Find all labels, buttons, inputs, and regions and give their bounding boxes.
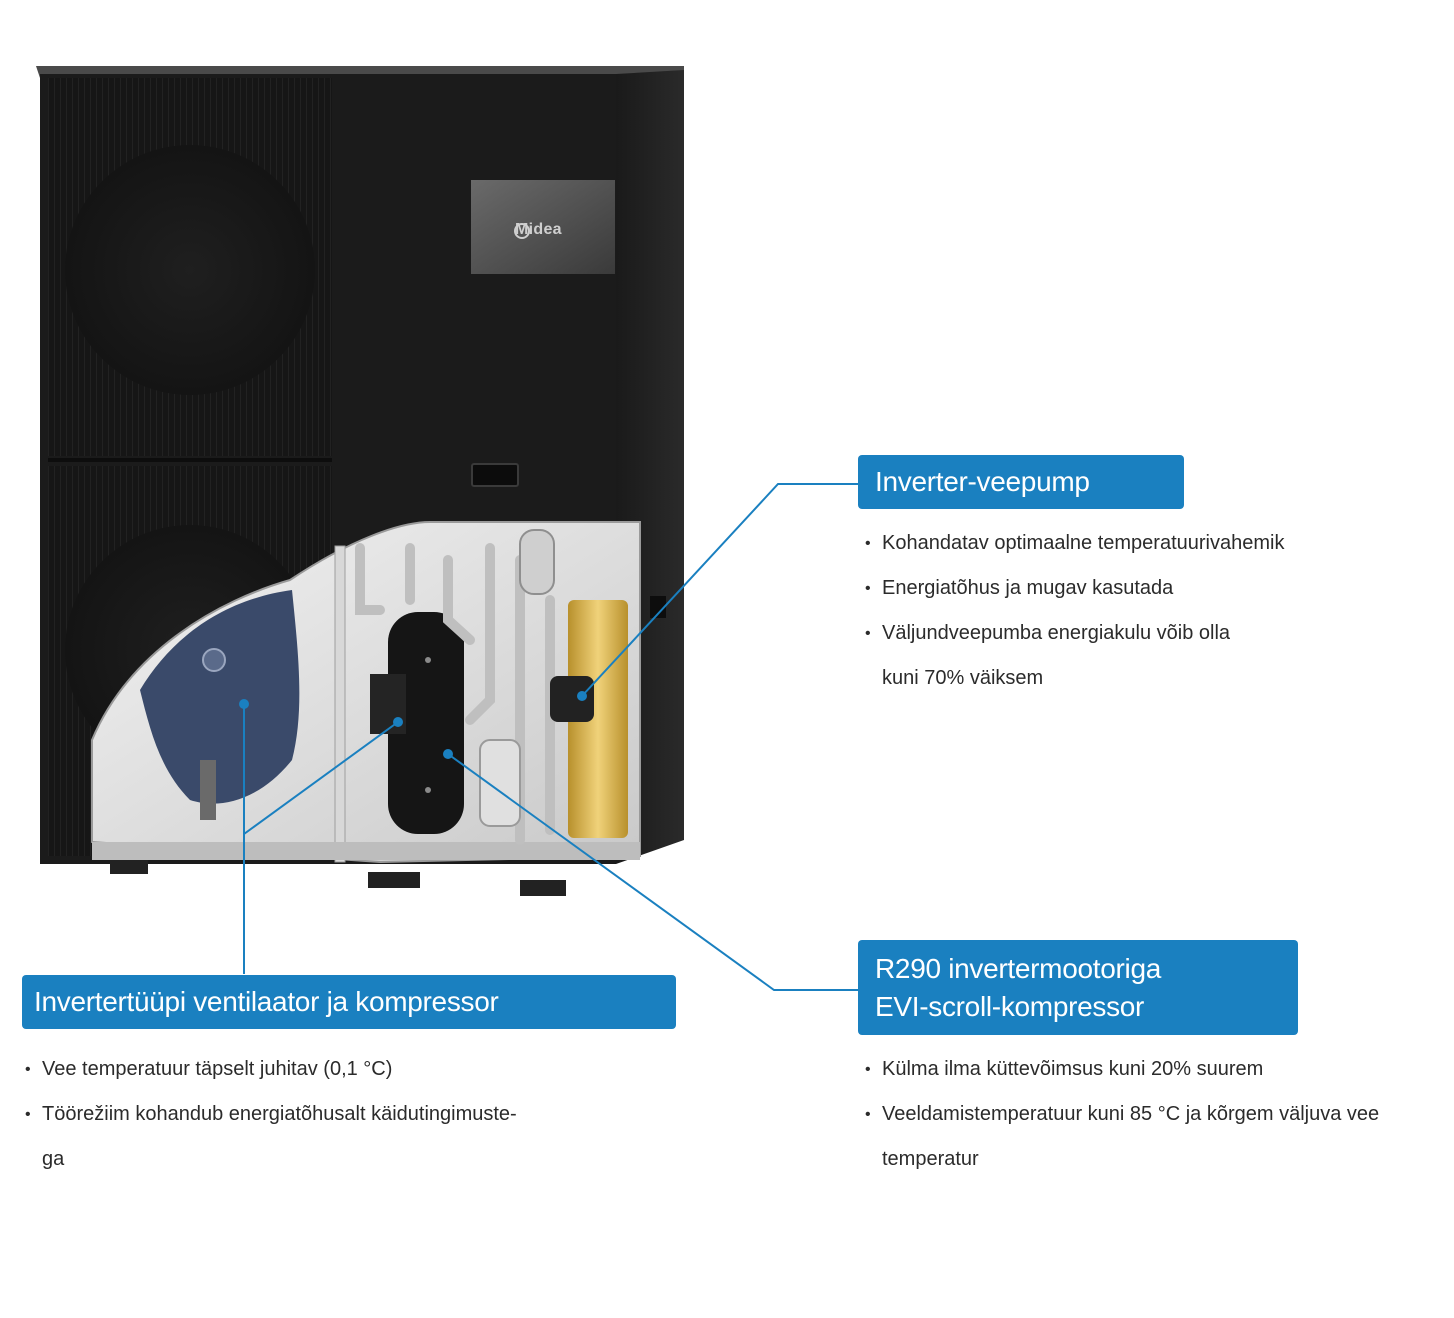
list-item: •Väljundveepumba energiakulu võib olla bbox=[865, 622, 1231, 644]
dot-compressor bbox=[443, 749, 453, 759]
list-item: •Külma ilma küttevõimsus kuni 20% suurem bbox=[865, 1058, 1264, 1080]
list-item: •Töörežiim kohandub energiatõhusalt käid… bbox=[25, 1103, 517, 1125]
handle bbox=[471, 463, 519, 487]
callout-title-compressor: R290 invertermootoriga EVI-scroll-kompre… bbox=[858, 940, 1298, 1035]
fan-title: Invertertüüpi ventilaator ja kompressor bbox=[34, 986, 499, 1017]
pump-feature-list: •Kohandatav optimaalne temperatuurivahem… bbox=[862, 521, 1382, 701]
leader-fan-branch bbox=[243, 721, 399, 835]
pump-title: Inverter-veepump bbox=[875, 466, 1090, 497]
list-item-continuation: temperatur bbox=[882, 1148, 979, 1170]
list-item-continuation: kuni 70% väiksem bbox=[882, 667, 1044, 689]
plate-heat-exchanger bbox=[568, 600, 628, 838]
leader-pump bbox=[581, 483, 858, 697]
compressor-cylinder bbox=[388, 612, 464, 834]
compressor-title-line1: R290 invertermootoriga bbox=[875, 953, 1161, 984]
list-item-continuation: ga bbox=[42, 1148, 65, 1170]
water-pump bbox=[550, 676, 594, 722]
brand-plate bbox=[471, 180, 615, 274]
list-item: •Veeldamistemperatuur kuni 85 °C ja kõrg… bbox=[865, 1103, 1380, 1125]
upper-fan-circle bbox=[65, 145, 315, 395]
fan-feature-list: •Vee temperatuur täpselt juhitav (0,1 °C… bbox=[22, 1047, 602, 1182]
compressor-feature-list: •Külma ilma küttevõimsus kuni 20% suurem… bbox=[862, 1047, 1452, 1182]
callout-title-pump: Inverter-veepump bbox=[858, 455, 1184, 509]
list-item: •Kohandatav optimaalne temperatuurivahem… bbox=[865, 532, 1285, 554]
compressor-title-line2: EVI-scroll-kompressor bbox=[875, 991, 1145, 1022]
brand-logo: Midea bbox=[515, 221, 562, 238]
fan-blade bbox=[140, 590, 300, 804]
dot-pump bbox=[577, 691, 587, 701]
list-item: •Energiatõhus ja mugav kasutada bbox=[865, 577, 1174, 599]
leader-compressor bbox=[447, 753, 858, 991]
dot-fan-branch bbox=[393, 717, 403, 727]
dot-fan bbox=[239, 699, 249, 709]
list-item: •Vee temperatuur täpselt juhitav (0,1 °C… bbox=[25, 1058, 393, 1080]
callout-title-fan: Invertertüüpi ventilaator ja kompressor bbox=[22, 975, 676, 1029]
